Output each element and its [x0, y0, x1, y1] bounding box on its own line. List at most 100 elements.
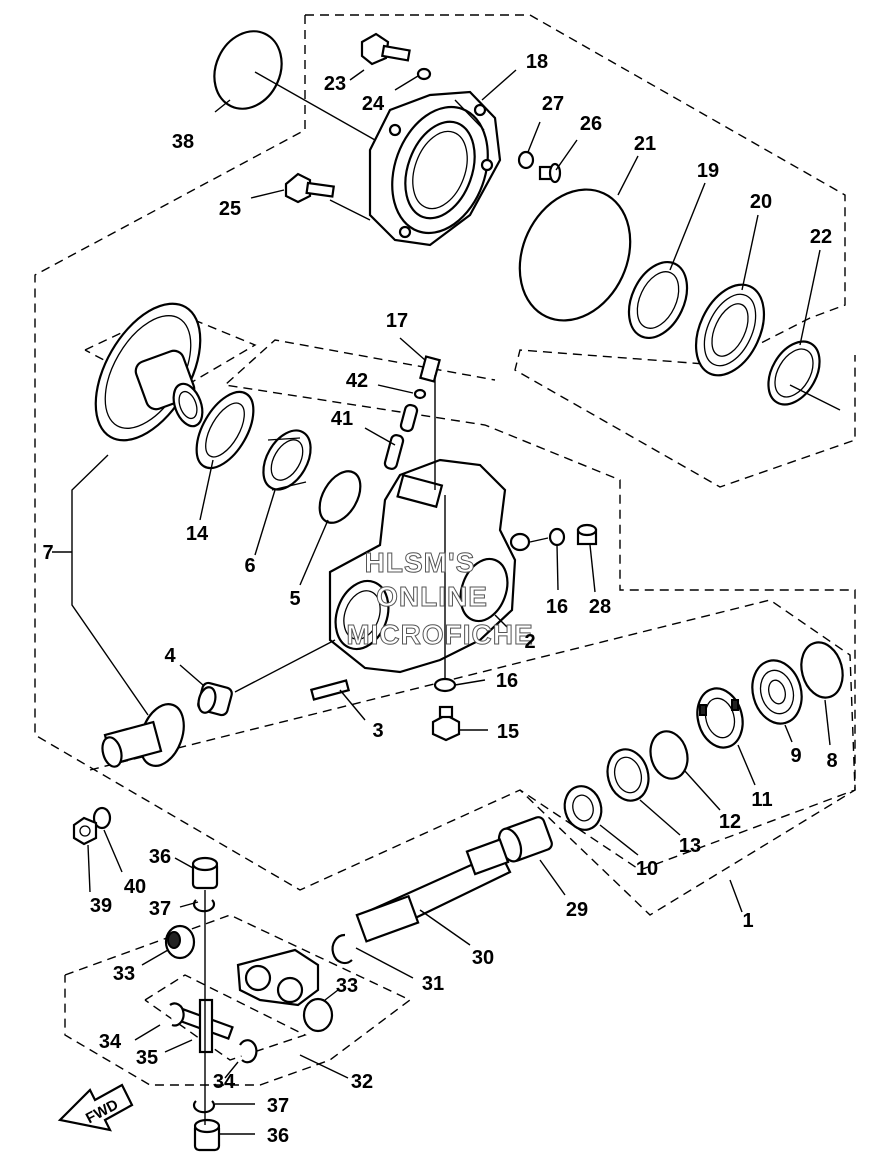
callout-42: 42 [346, 370, 368, 392]
oil-seal-13 [606, 748, 650, 802]
callout-3: 3 [372, 720, 383, 742]
ring-gear-7 [94, 302, 204, 442]
callout-24: 24 [362, 93, 385, 115]
callout-7: 7 [42, 542, 53, 564]
callout-22: 22 [810, 226, 832, 248]
callout-27: 27 [542, 93, 564, 115]
leader-lines [52, 69, 841, 1135]
callout-30: 30 [472, 947, 494, 969]
callout-19: 19 [697, 160, 719, 182]
spider-35 [178, 998, 234, 1054]
group-outline-ujoint-inner [144, 974, 307, 1061]
callout-6: 6 [244, 555, 255, 577]
circlip-37b [192, 1100, 216, 1114]
bearing-9 [751, 659, 803, 725]
pinion-gear-7 [101, 703, 185, 768]
callouts: 1 2 3 4 5 6 7 8 9 10 11 12 13 14 15 16 1… [42, 51, 837, 1147]
o-ring-21 [518, 188, 632, 322]
callout-35: 35 [136, 1047, 158, 1069]
callout-37a: 37 [149, 898, 171, 920]
watermark-line-3: MICROFICHE [346, 619, 533, 650]
bolt-23 [360, 32, 411, 66]
stud-3 [309, 679, 351, 701]
bearing-20 [694, 283, 766, 377]
drive-shaft-30 [355, 838, 512, 943]
bearing-cup-36a [191, 856, 219, 890]
group-outline-ujoint [64, 914, 412, 1086]
callout-39: 39 [90, 895, 112, 917]
callout-18: 18 [526, 51, 548, 73]
bearing-cap-33b [302, 997, 334, 1033]
group-outline-upper-housing [305, 14, 856, 488]
group-outline-shaft [89, 599, 856, 916]
callout-41: 41 [331, 408, 353, 430]
callout-34a: 34 [99, 1031, 122, 1053]
bearing-cap-33a [164, 924, 196, 960]
pin-41b [383, 434, 405, 470]
watermark: HLSM'S ONLINE MICROFICHE [346, 547, 533, 651]
callout-9: 9 [790, 745, 801, 767]
ring-5 [318, 470, 362, 524]
callout-14: 14 [186, 523, 209, 545]
callout-11: 11 [751, 789, 772, 811]
callout-28: 28 [589, 596, 611, 618]
o-ring-8 [800, 641, 844, 699]
gear-case-2 [328, 458, 531, 674]
callout-15: 15 [497, 721, 519, 743]
clip-42 [413, 388, 427, 400]
callout-36b: 36 [267, 1125, 289, 1147]
callout-40: 40 [124, 876, 146, 898]
callout-33b: 33 [336, 975, 358, 997]
collar-10 [563, 785, 603, 831]
ring-nut-11 [696, 687, 744, 749]
yoke [236, 948, 320, 1007]
collar-4 [197, 681, 233, 717]
watermark-line-2: ONLINE [376, 581, 488, 612]
bolt-26 [538, 162, 562, 184]
clip-34a [169, 1002, 185, 1027]
spacer-22 [767, 340, 821, 406]
drain-bolt-15 [431, 705, 461, 742]
washer-27 [517, 150, 535, 170]
circlip-31 [331, 933, 353, 965]
nut-39 [72, 816, 98, 846]
bearing-housing-18 [368, 90, 502, 247]
washer-24 [416, 67, 432, 81]
callout-10: 10 [636, 858, 658, 880]
o-ring-12 [649, 730, 689, 780]
callout-34b: 34 [213, 1071, 236, 1093]
washer-40 [92, 806, 112, 830]
callout-29: 29 [566, 899, 588, 921]
callout-36a: 36 [149, 846, 171, 868]
callout-20: 20 [750, 191, 772, 213]
bearing-cup-36b [193, 1118, 221, 1152]
callout-17: 17 [386, 310, 408, 332]
fwd-arrow-icon: FWD [57, 1083, 134, 1132]
needle-bearing-29 [497, 816, 553, 863]
callout-16a: 16 [546, 596, 568, 618]
callout-38: 38 [172, 131, 194, 153]
clip-34b [239, 1039, 258, 1064]
callout-8: 8 [826, 750, 837, 772]
oil-seal-19 [627, 261, 689, 339]
callout-37b: 37 [267, 1095, 289, 1117]
callout-16b: 16 [496, 670, 518, 692]
callout-5: 5 [289, 588, 300, 610]
callout-32: 32 [351, 1071, 373, 1093]
o-ring-38 [213, 30, 283, 110]
washer-16a [548, 527, 566, 547]
breather-17 [419, 355, 441, 490]
callout-4: 4 [164, 645, 176, 667]
needle-bearing-6 [262, 429, 312, 491]
parts [72, 30, 844, 1152]
callout-13: 13 [679, 835, 701, 857]
pin-41a [399, 403, 419, 433]
callout-26: 26 [580, 113, 602, 135]
callout-33a: 33 [113, 963, 135, 985]
callout-2: 2 [524, 631, 535, 653]
washer-16b [433, 677, 457, 693]
callout-1: 1 [742, 910, 753, 932]
callout-23: 23 [324, 73, 346, 95]
callout-31: 31 [422, 973, 444, 995]
